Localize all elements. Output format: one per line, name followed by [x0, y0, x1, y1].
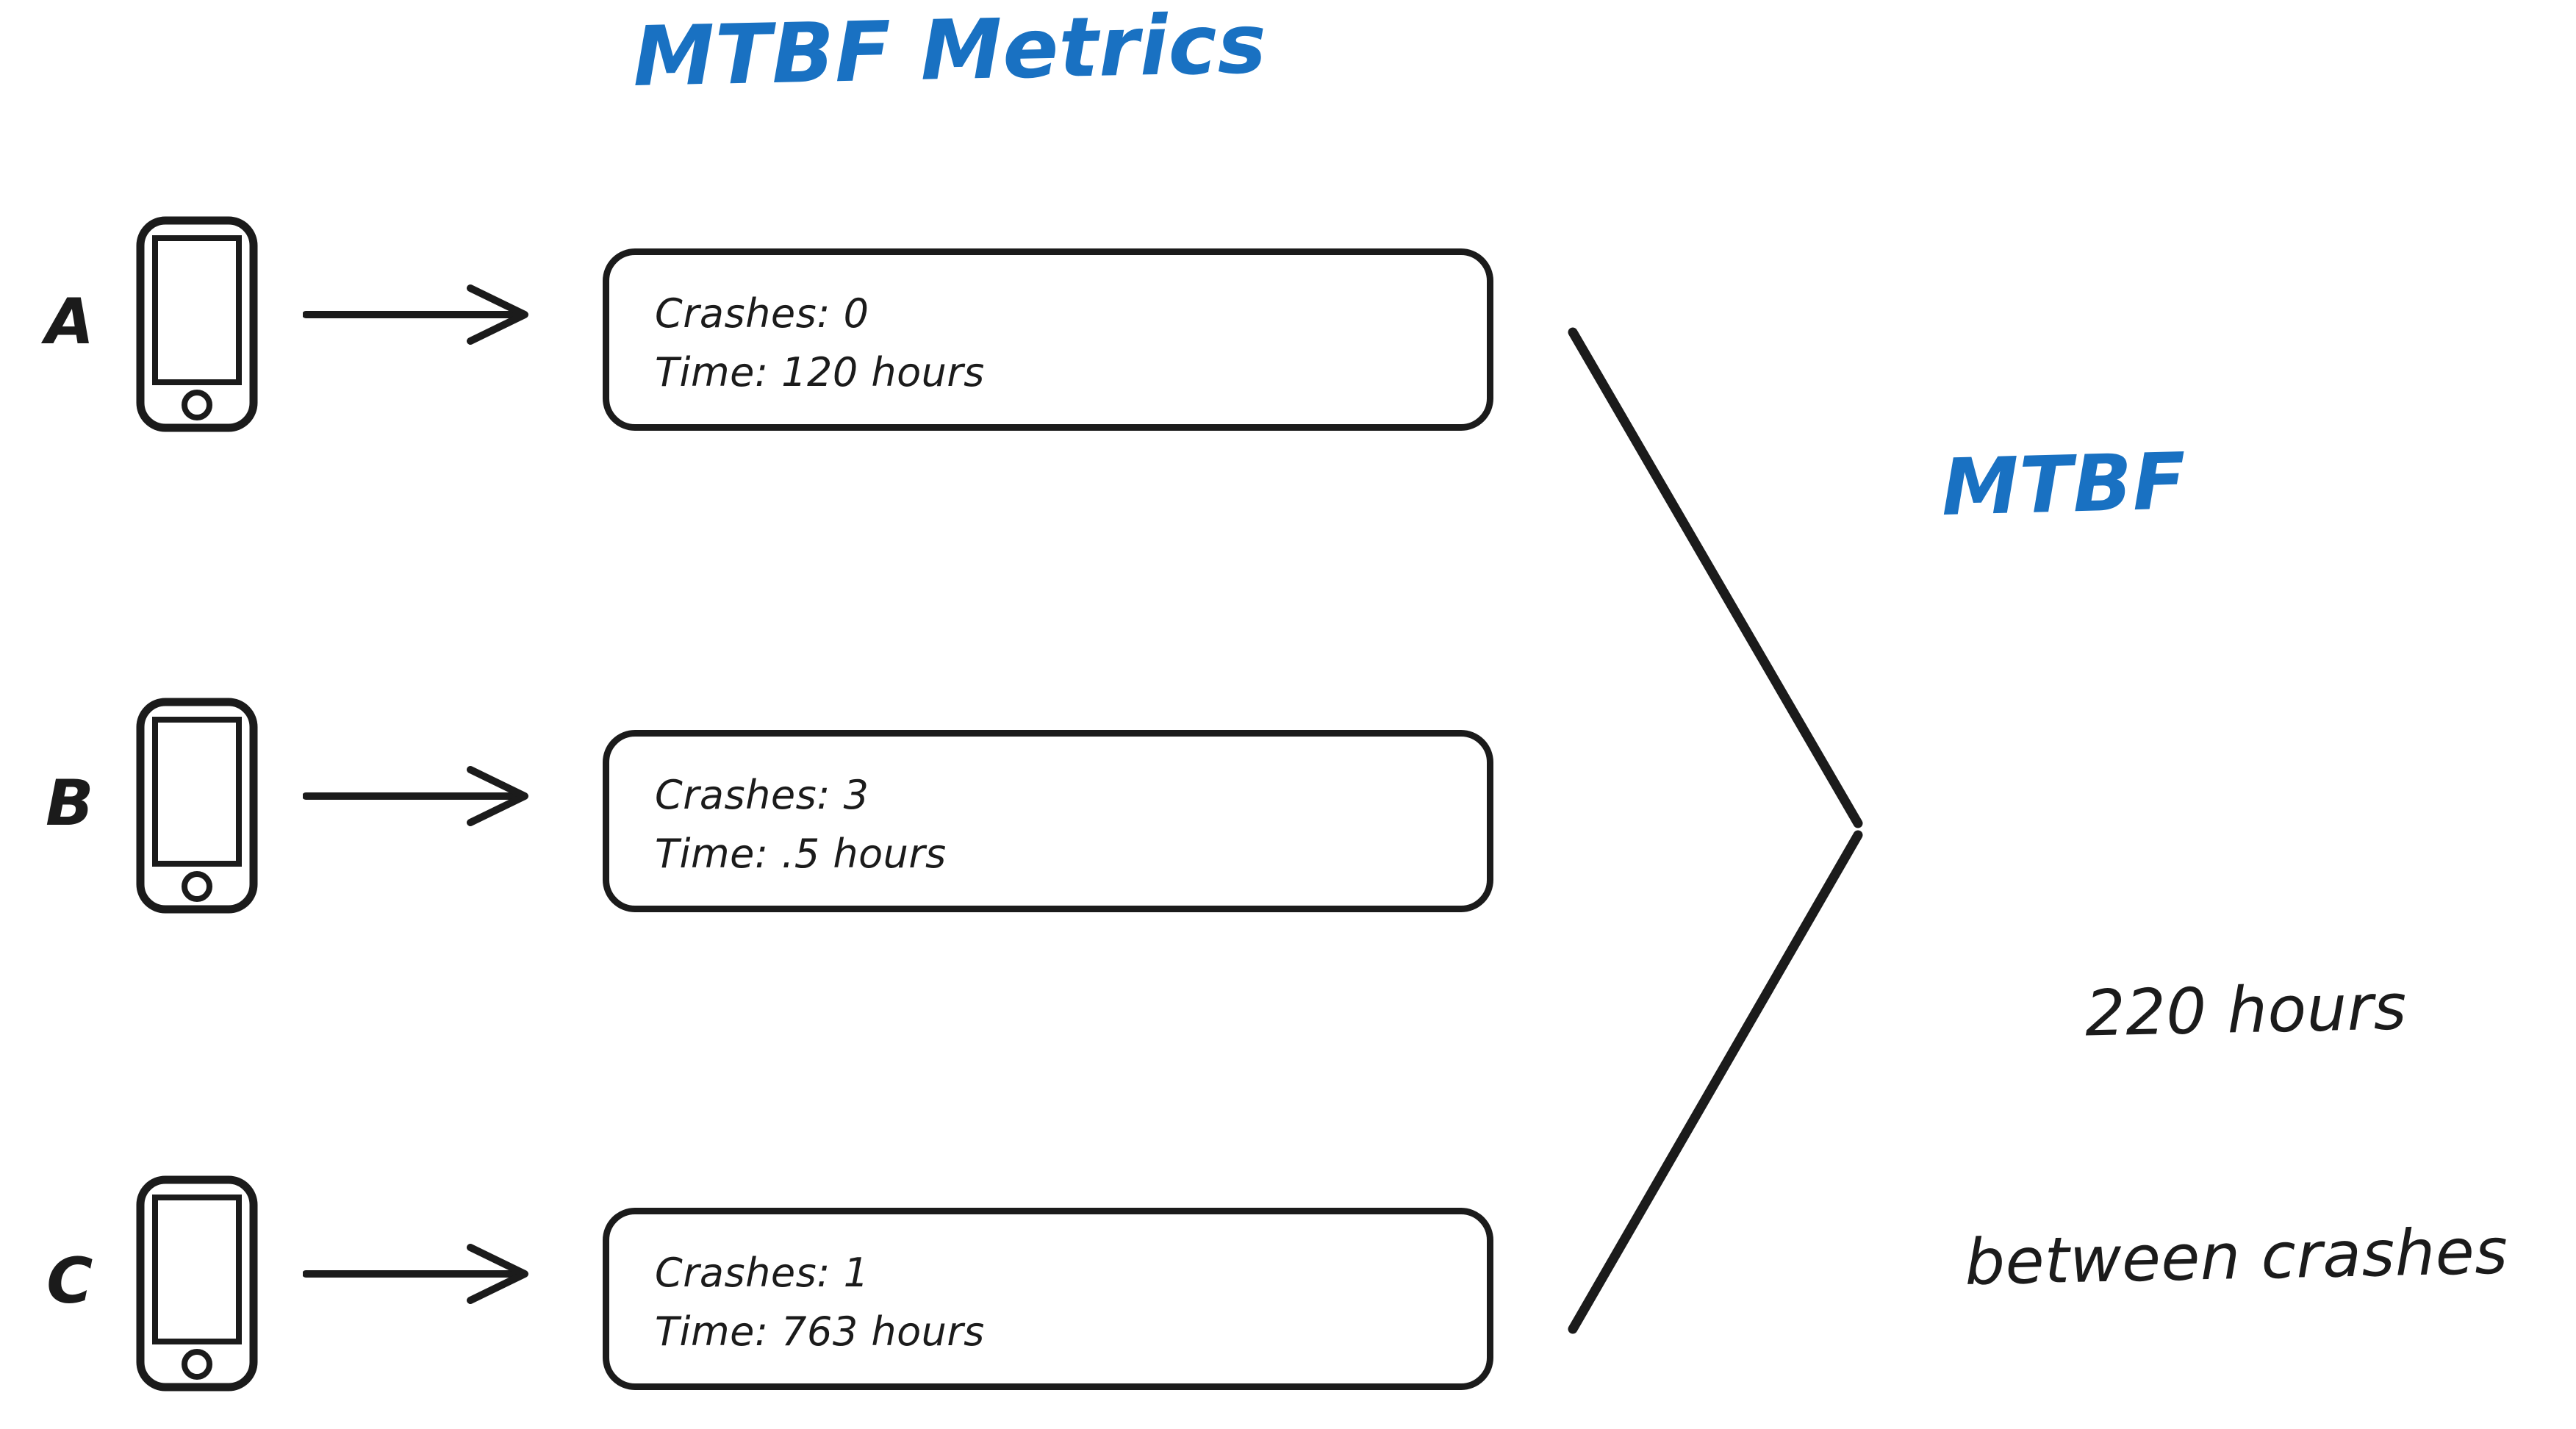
crashes-value: Crashes: 1	[655, 1250, 869, 1296]
device-row: A Crashes: 0 Time: 120 hours	[0, 198, 1543, 441]
device-label: C	[46, 1244, 93, 1318]
phone-icon	[134, 1174, 259, 1393]
mtbf-result-line-2: between crashes	[1964, 1214, 2509, 1300]
arrow-right-icon	[303, 1230, 575, 1318]
arrow-right-icon	[303, 752, 575, 840]
mtbf-heading: MTBF	[1940, 436, 2188, 533]
device-row: B Crashes: 3 Time: .5 hours	[0, 680, 1543, 923]
mtbf-result: 220 hours between crashes	[1918, 799, 2576, 1429]
time-value: Time: 763 hours	[655, 1308, 985, 1355]
metric-box: Crashes: 1 Time: 763 hours	[603, 1208, 1493, 1390]
phone-icon	[134, 215, 259, 434]
device-row: C Crashes: 1 Time: 763 hours	[0, 1158, 1543, 1400]
crashes-value: Crashes: 0	[655, 290, 869, 337]
mtbf-result-line-1: 220 hours	[2084, 970, 2408, 1051]
metric-box: Crashes: 3 Time: .5 hours	[603, 730, 1493, 912]
phone-icon	[134, 696, 259, 915]
page-title: MTBF Metrics	[631, 0, 1268, 105]
device-label: B	[45, 767, 95, 840]
crashes-value: Crashes: 3	[655, 772, 869, 818]
arrow-right-icon	[303, 271, 575, 359]
device-label: A	[45, 285, 95, 359]
converging-bracket-icon	[1543, 309, 1896, 1353]
time-value: Time: .5 hours	[655, 831, 947, 877]
time-value: Time: 120 hours	[655, 349, 985, 395]
metric-box: Crashes: 0 Time: 120 hours	[603, 248, 1493, 431]
